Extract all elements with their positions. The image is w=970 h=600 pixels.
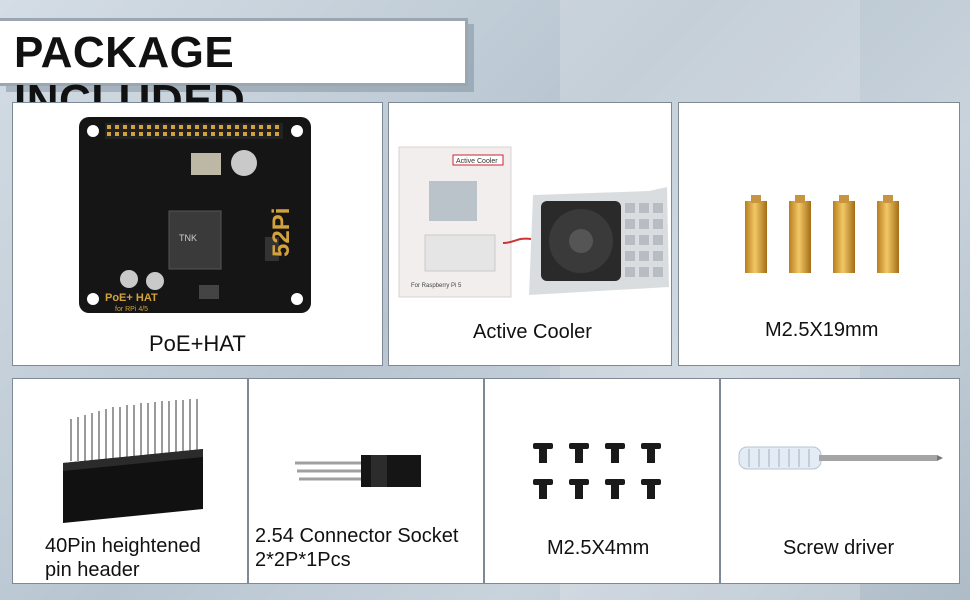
svg-text:for RPi 4/5: for RPi 4/5 (115, 306, 148, 313)
item-label-pin-header-line2: pin header (45, 559, 140, 581)
item-label-screws: M2.5X4mm (547, 537, 650, 559)
title-banner: PACKAGE INCLUDED (0, 18, 468, 125)
svg-text:PoE+ HAT: PoE+ HAT (105, 292, 158, 304)
brass-standoffs-image (745, 195, 899, 273)
screw-driver-image (738, 446, 943, 470)
item-card-standoffs: M2.5X19mm (678, 102, 960, 366)
item-card-connector-socket: 2.54 Connector Socket 2*2P*1Pcs (248, 378, 484, 584)
item-label-pin-header-line1: 40Pin heightened (45, 535, 201, 557)
item-label-screw-driver: Screw driver (783, 537, 895, 559)
svg-text:TNK: TNK (179, 233, 197, 243)
item-label-poe-hat: PoE+HAT (149, 331, 246, 356)
item-label-standoffs: M2.5X19mm (765, 319, 879, 341)
active-cooler-image: Active Cooler For Raspberry Pi 5 (398, 146, 669, 298)
connector-socket-image (295, 455, 421, 487)
item-label-active-cooler: Active Cooler (473, 321, 592, 343)
svg-text:52Pi: 52Pi (268, 208, 295, 257)
item-label-connector-line1: 2.54 Connector Socket (255, 525, 459, 547)
item-label-connector-line2: 2*2P*1Pcs (255, 549, 351, 571)
item-card-poe-hat: TNK 52Pi PoE+ HAT for RPi 4/5 PoE+HAT (12, 102, 383, 366)
item-card-screw-driver: Screw driver (720, 378, 960, 584)
item-card-pin-header: 40Pin heightened pin header (12, 378, 248, 584)
item-card-screws: M2.5X4mm (484, 378, 720, 584)
svg-text:For Raspberry Pi 5: For Raspberry Pi 5 (411, 283, 462, 289)
svg-text:Active Cooler: Active Cooler (456, 158, 498, 165)
poe-hat-board-image: TNK 52Pi PoE+ HAT for RPi 4/5 (79, 117, 311, 313)
screws-image (533, 443, 661, 499)
pin-header-image (63, 399, 203, 523)
item-card-active-cooler: Active Cooler For Raspberry Pi 5 Active … (388, 102, 672, 366)
